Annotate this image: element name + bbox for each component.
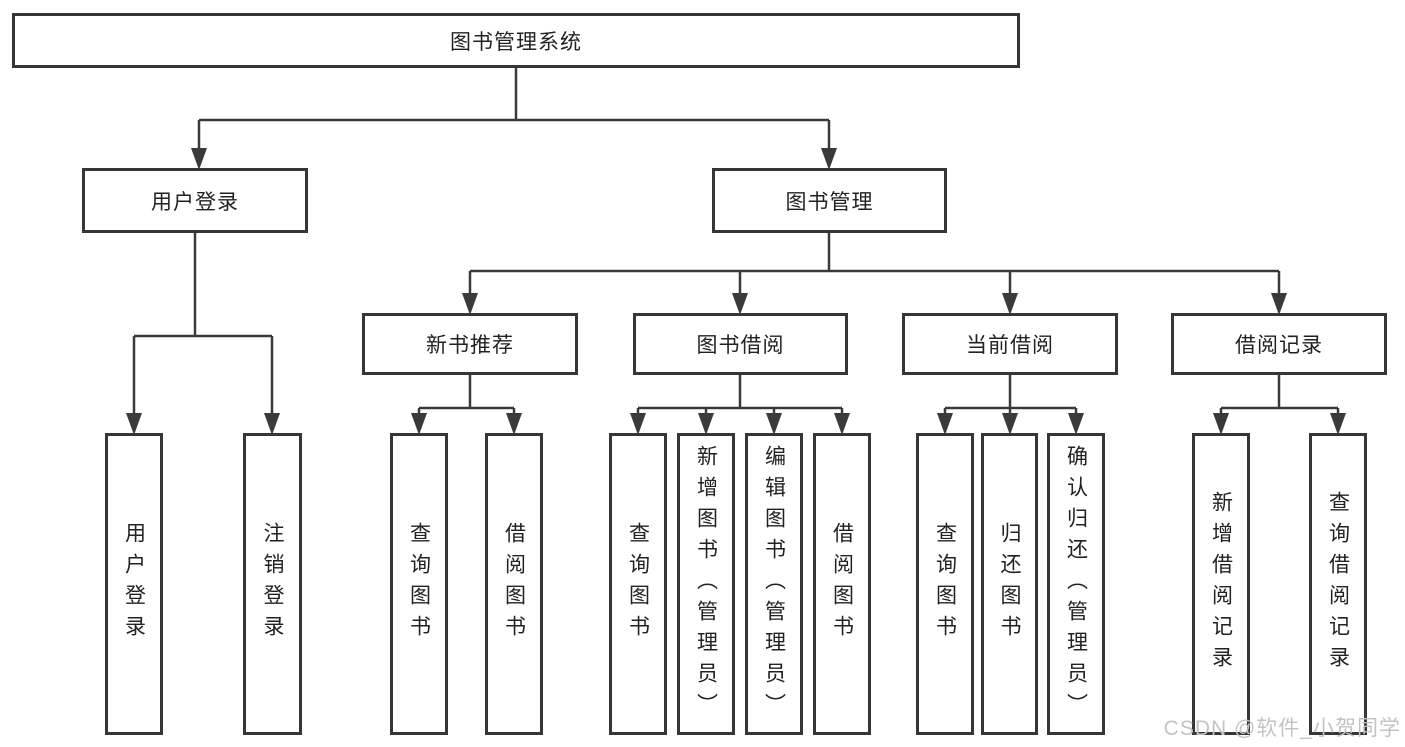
- leaf-label: 新增借阅记录: [1209, 491, 1233, 677]
- leaf-logout: 注销登录: [243, 433, 302, 735]
- leaf-add-books-admin: 新增图书（管理员）: [677, 433, 735, 735]
- node-current-borrowing: 当前借阅: [902, 313, 1118, 375]
- leaf-label: 用户登录: [122, 522, 146, 646]
- node-library-management-system: 图书管理系统: [12, 13, 1020, 68]
- leaf-borrow-books: 借阅图书: [813, 433, 871, 735]
- csdn-watermark: CSDN @软件_小贺同学: [1163, 717, 1401, 740]
- node-user-login: 用户登录: [82, 168, 308, 233]
- leaf-borrow-books-recommend: 借阅图书: [485, 433, 543, 735]
- leaf-label: 借阅图书: [830, 522, 854, 646]
- leaf-label: 新增图书（管理员）: [694, 444, 718, 724]
- leaf-add-borrow-record: 新增借阅记录: [1192, 433, 1250, 735]
- leaf-user-login: 用户登录: [105, 433, 163, 735]
- leaf-query-books-borrow: 查询图书: [609, 433, 667, 735]
- leaf-confirm-return-admin: 确认归还（管理员）: [1047, 433, 1105, 735]
- leaf-return-books: 归还图书: [981, 433, 1038, 735]
- leaf-label: 注销登录: [261, 522, 284, 646]
- leaf-query-borrow-record: 查询借阅记录: [1309, 433, 1367, 735]
- leaf-label: 查询借阅记录: [1326, 491, 1350, 677]
- leaf-label: 查询图书: [626, 522, 650, 646]
- node-book-borrowing: 图书借阅: [633, 313, 848, 375]
- leaf-edit-books-admin: 编辑图书（管理员）: [745, 433, 803, 735]
- leaf-query-books-current: 查询图书: [916, 433, 974, 735]
- leaf-query-books-recommend: 查询图书: [390, 433, 448, 735]
- leaf-label: 归还图书: [998, 522, 1021, 646]
- leaf-label: 编辑图书（管理员）: [762, 444, 786, 724]
- leaf-label: 查询图书: [933, 522, 957, 646]
- leaf-label: 确认归还（管理员）: [1064, 444, 1088, 724]
- node-borrowing-records: 借阅记录: [1171, 313, 1387, 375]
- leaf-label: 借阅图书: [502, 522, 526, 646]
- node-book-management: 图书管理: [712, 168, 947, 233]
- leaf-label: 查询图书: [407, 522, 431, 646]
- arrowhead-icons: [126, 148, 1346, 435]
- node-new-book-recommendation: 新书推荐: [362, 313, 578, 375]
